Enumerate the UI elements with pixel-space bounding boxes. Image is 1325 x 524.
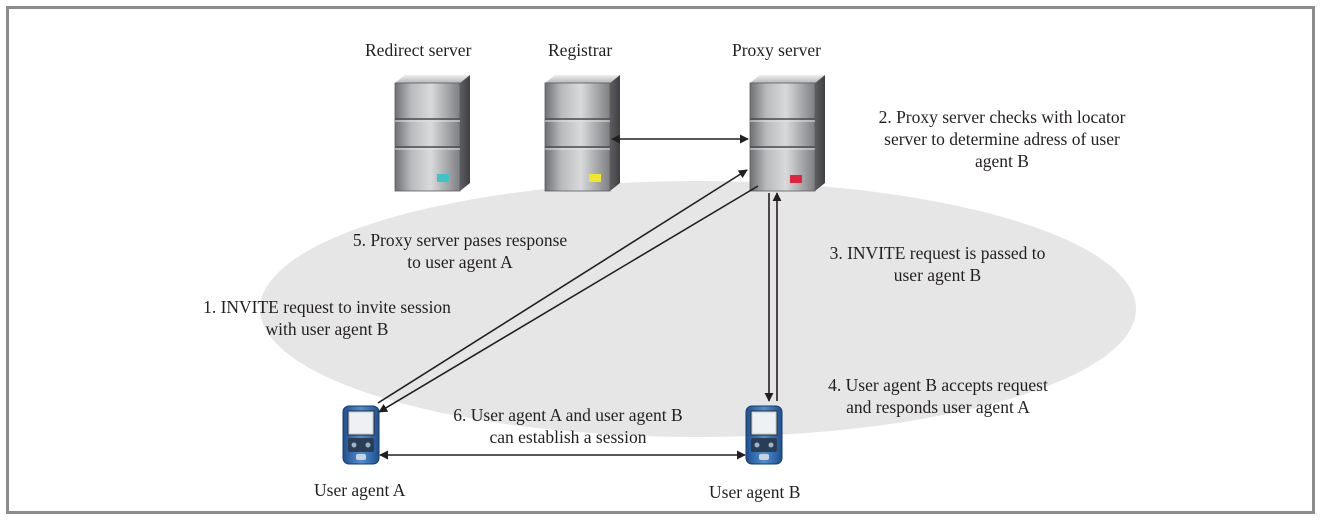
user-agent-b-device-icon [745,405,783,465]
user-agent-a-label: User agent A [314,480,406,500]
step-6-label: 6. User agent A and user agent B can est… [453,405,683,447]
proxy-server-label: Proxy server [732,40,821,60]
step-5-label: 5. Proxy server pases response to user a… [352,230,568,272]
invite-arrow-a-to-proxy [377,169,748,404]
sip-domain-ellipse [260,181,1136,437]
step-3-label: 3. INVITE request is passed to user agen… [829,243,1046,285]
response-arrow-proxy-to-a [378,185,759,413]
registrar-status-led [589,174,601,182]
proxy-server-icon [749,75,825,192]
redirect-server-label: Redirect server [365,40,472,60]
step-2-label: 2. Proxy server checks with locator serv… [878,107,1126,171]
registrar-label: Registrar [548,40,613,60]
proxy-status-led [790,175,802,183]
user-agent-b-label: User agent B [709,482,801,502]
step-4-label: 4. User agent B accepts request and resp… [828,375,1048,417]
redirect-status-led [437,174,449,182]
user-agent-a-device-icon [342,405,380,465]
redirect-server-icon [394,75,470,192]
step-1-label: 1. INVITE request to invite session with… [203,297,451,339]
registrar-server-icon [544,75,620,192]
